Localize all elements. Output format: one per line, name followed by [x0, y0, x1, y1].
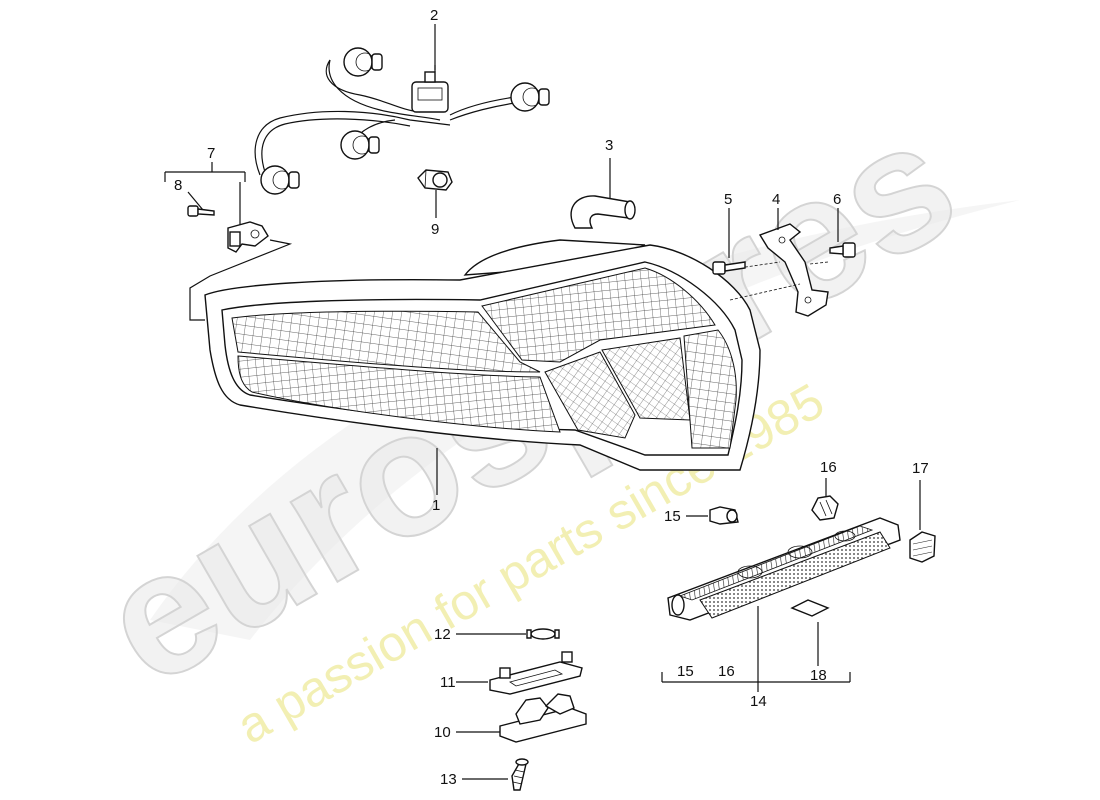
callout-6: 6 — [833, 191, 841, 208]
callout-1: 1 — [432, 497, 440, 514]
tail-light — [204, 239, 761, 471]
holder-7 — [227, 221, 269, 253]
clip-16 — [811, 495, 839, 521]
brake-light-housing — [678, 525, 874, 601]
brake-light-lens — [699, 531, 891, 619]
callout-16: 16 — [820, 459, 837, 476]
bulb-socket-top-left — [343, 47, 383, 77]
housing-10 — [499, 693, 587, 743]
mounting-bracket-4 — [758, 223, 829, 317]
bracket-bracket-7 — [164, 162, 246, 182]
pad-18 — [790, 599, 830, 617]
callout-11: 11 — [440, 674, 456, 691]
watermark-swoosh — [150, 200, 1020, 640]
axis-line-5 — [724, 261, 781, 271]
third-brake-light-14 — [667, 517, 901, 621]
callout-8: 8 — [174, 177, 182, 194]
screw-6 — [829, 242, 856, 258]
lens-11 — [489, 651, 583, 695]
callout-18: 18 — [810, 667, 827, 684]
bulb-9 — [417, 169, 453, 191]
callout-17: 17 — [912, 460, 929, 477]
callout-9: 9 — [431, 221, 439, 238]
bulb-15 — [709, 506, 739, 525]
axis-line-bracket — [729, 283, 801, 301]
callout-5: 5 — [724, 191, 732, 208]
lens-upper-right — [481, 267, 716, 363]
gasket-3 — [570, 195, 636, 229]
screw-13 — [511, 758, 529, 791]
bulb-socket-left — [260, 165, 300, 195]
harness-connector — [411, 71, 449, 113]
lens-centre — [544, 351, 636, 439]
callout-14: 14 — [750, 693, 767, 710]
screw-8 — [187, 205, 215, 217]
lens-left-lower — [237, 355, 561, 433]
axis-line-6 — [809, 261, 829, 265]
callout-10: 10 — [434, 724, 451, 741]
bulb-socket-right — [510, 82, 550, 112]
callout-7: 7 — [207, 145, 215, 162]
callout-13: 13 — [440, 771, 457, 788]
bulb-socket-middle — [340, 130, 380, 160]
callout-12: 12 — [434, 626, 451, 643]
callout-15-kit: 15 — [677, 663, 694, 680]
kit-bracket-14 — [661, 672, 851, 683]
end-cap-17 — [909, 531, 936, 563]
callout-3: 3 — [605, 137, 613, 154]
callout-15: 15 — [664, 508, 681, 525]
lens-right — [683, 329, 737, 449]
screw-5 — [712, 261, 746, 275]
bulb-12 — [526, 628, 560, 640]
leader-8 — [187, 191, 204, 211]
lens-left — [231, 310, 541, 373]
callout-4: 4 — [772, 191, 780, 208]
callout-2: 2 — [430, 7, 438, 24]
assembly-bracket-line — [189, 239, 293, 321]
callout-16-kit: 16 — [718, 663, 735, 680]
wiring-harness — [254, 47, 550, 195]
